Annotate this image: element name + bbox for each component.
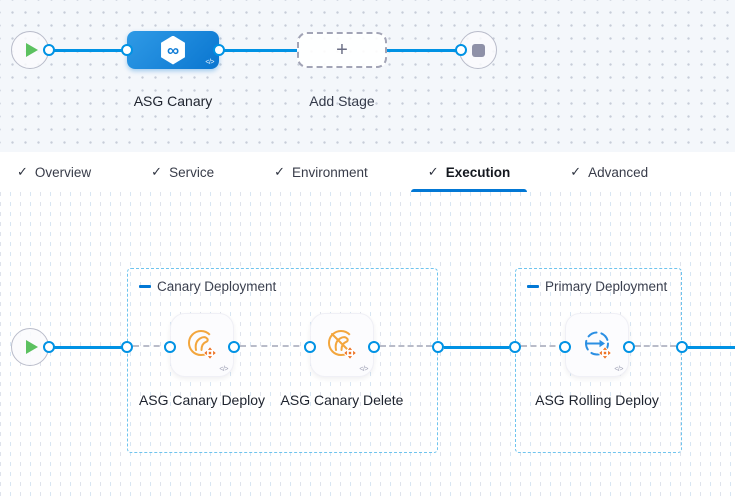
stage-right-connector[interactable]: [213, 44, 225, 56]
add-stage-label: Add Stage: [309, 93, 375, 109]
step-node-asg-canary-deploy[interactable]: </>: [170, 313, 234, 377]
check-icon: ✓: [274, 164, 285, 179]
code-icon: </>: [614, 366, 623, 373]
step-node-asg-rolling-deploy[interactable]: </>: [565, 313, 629, 377]
stage-left-connector[interactable]: [121, 44, 133, 56]
tab-execution[interactable]: ✓ Execution: [410, 152, 528, 192]
edge-addstage-to-end: [387, 49, 461, 52]
execution-start-node[interactable]: [11, 328, 49, 366]
edge-dashed: [521, 345, 565, 347]
edge-group-to-next: [688, 346, 735, 349]
group-collapse-tick[interactable]: [139, 285, 151, 288]
edge-stage-to-addstage: [219, 49, 297, 52]
step-label: ASG Canary Delete: [280, 392, 404, 408]
execution-graph-canvas: Canary Deployment </>: [0, 192, 735, 501]
tab-service[interactable]: ✓ Service: [134, 152, 231, 192]
tab-label: Advanced: [588, 164, 649, 180]
canary-deploy-icon: [188, 330, 218, 361]
end-node-connector[interactable]: [455, 44, 467, 56]
rolling-deploy-icon: [585, 331, 613, 361]
step-label: ASG Rolling Deploy: [535, 392, 659, 408]
edge-start-to-group: [49, 346, 127, 349]
edge-group-to-group: [444, 346, 509, 349]
tab-environment[interactable]: ✓ Environment: [257, 152, 385, 192]
step-right-connector[interactable]: [623, 341, 635, 353]
tab-overview[interactable]: ✓ Overview: [0, 152, 108, 192]
code-icon: </>: [359, 366, 368, 373]
check-icon: ✓: [151, 164, 163, 179]
group-title: Canary Deployment: [139, 279, 276, 294]
check-icon: ✓: [427, 164, 439, 179]
pipeline-start-node[interactable]: [11, 31, 49, 69]
step-left-connector[interactable]: [304, 341, 316, 353]
group-edge-connector[interactable]: [121, 341, 133, 353]
edge-dashed: [240, 345, 310, 347]
step-group-canary-deployment[interactable]: Canary Deployment: [127, 268, 438, 453]
group-title-text: Canary Deployment: [157, 279, 277, 294]
infinity-glyph: ∞: [166, 40, 180, 60]
add-stage-button[interactable]: +: [297, 32, 387, 68]
stage-node-asg-canary[interactable]: ∞ </>: [127, 31, 219, 69]
check-icon: ✓: [17, 164, 28, 179]
cd-stage-icon: ∞: [161, 35, 185, 65]
play-icon: [25, 43, 38, 57]
edge-start-to-stage: [49, 49, 127, 52]
group-title-text: Primary Deployment: [545, 279, 668, 294]
stop-icon: [471, 43, 485, 57]
tab-advanced[interactable]: ✓ Advanced: [553, 152, 665, 192]
group-title: Primary Deployment: [527, 279, 667, 294]
edge-dashed: [133, 345, 170, 347]
canary-delete-icon: [328, 330, 358, 361]
group-collapse-tick[interactable]: [527, 285, 539, 288]
step-label: ASG Canary Deploy: [138, 392, 266, 408]
edge-dashed: [635, 345, 676, 347]
code-icon: </>: [219, 366, 228, 373]
check-icon: ✓: [570, 164, 582, 179]
step-right-connector[interactable]: [368, 341, 380, 353]
group-edge-connector[interactable]: [676, 341, 688, 353]
start-node-connector[interactable]: [43, 341, 55, 353]
tab-label: Service: [169, 164, 215, 180]
stage-config-tabbar: ✓ Overview ✓ Service ✓ Environment ✓ Exe…: [0, 152, 735, 193]
play-icon: [25, 340, 38, 354]
group-edge-connector[interactable]: [509, 341, 521, 353]
tab-label: Environment: [292, 164, 368, 180]
tab-label: Overview: [34, 164, 92, 180]
tab-label: Execution: [445, 164, 511, 180]
step-right-connector[interactable]: [228, 341, 240, 353]
step-group-primary-deployment[interactable]: Primary Deployment: [515, 268, 682, 453]
edge-dashed: [380, 345, 432, 347]
step-left-connector[interactable]: [164, 341, 176, 353]
start-node-connector[interactable]: [43, 44, 55, 56]
step-node-asg-canary-delete[interactable]: </>: [310, 313, 374, 377]
code-icon: </>: [205, 59, 214, 66]
group-edge-connector[interactable]: [432, 341, 444, 353]
plus-icon: +: [336, 38, 348, 61]
step-left-connector[interactable]: [559, 341, 571, 353]
stage-graph-canvas: ∞ </> + ASG Canary Add Stage: [0, 0, 735, 153]
stage-name-label: ASG Canary: [133, 93, 213, 109]
